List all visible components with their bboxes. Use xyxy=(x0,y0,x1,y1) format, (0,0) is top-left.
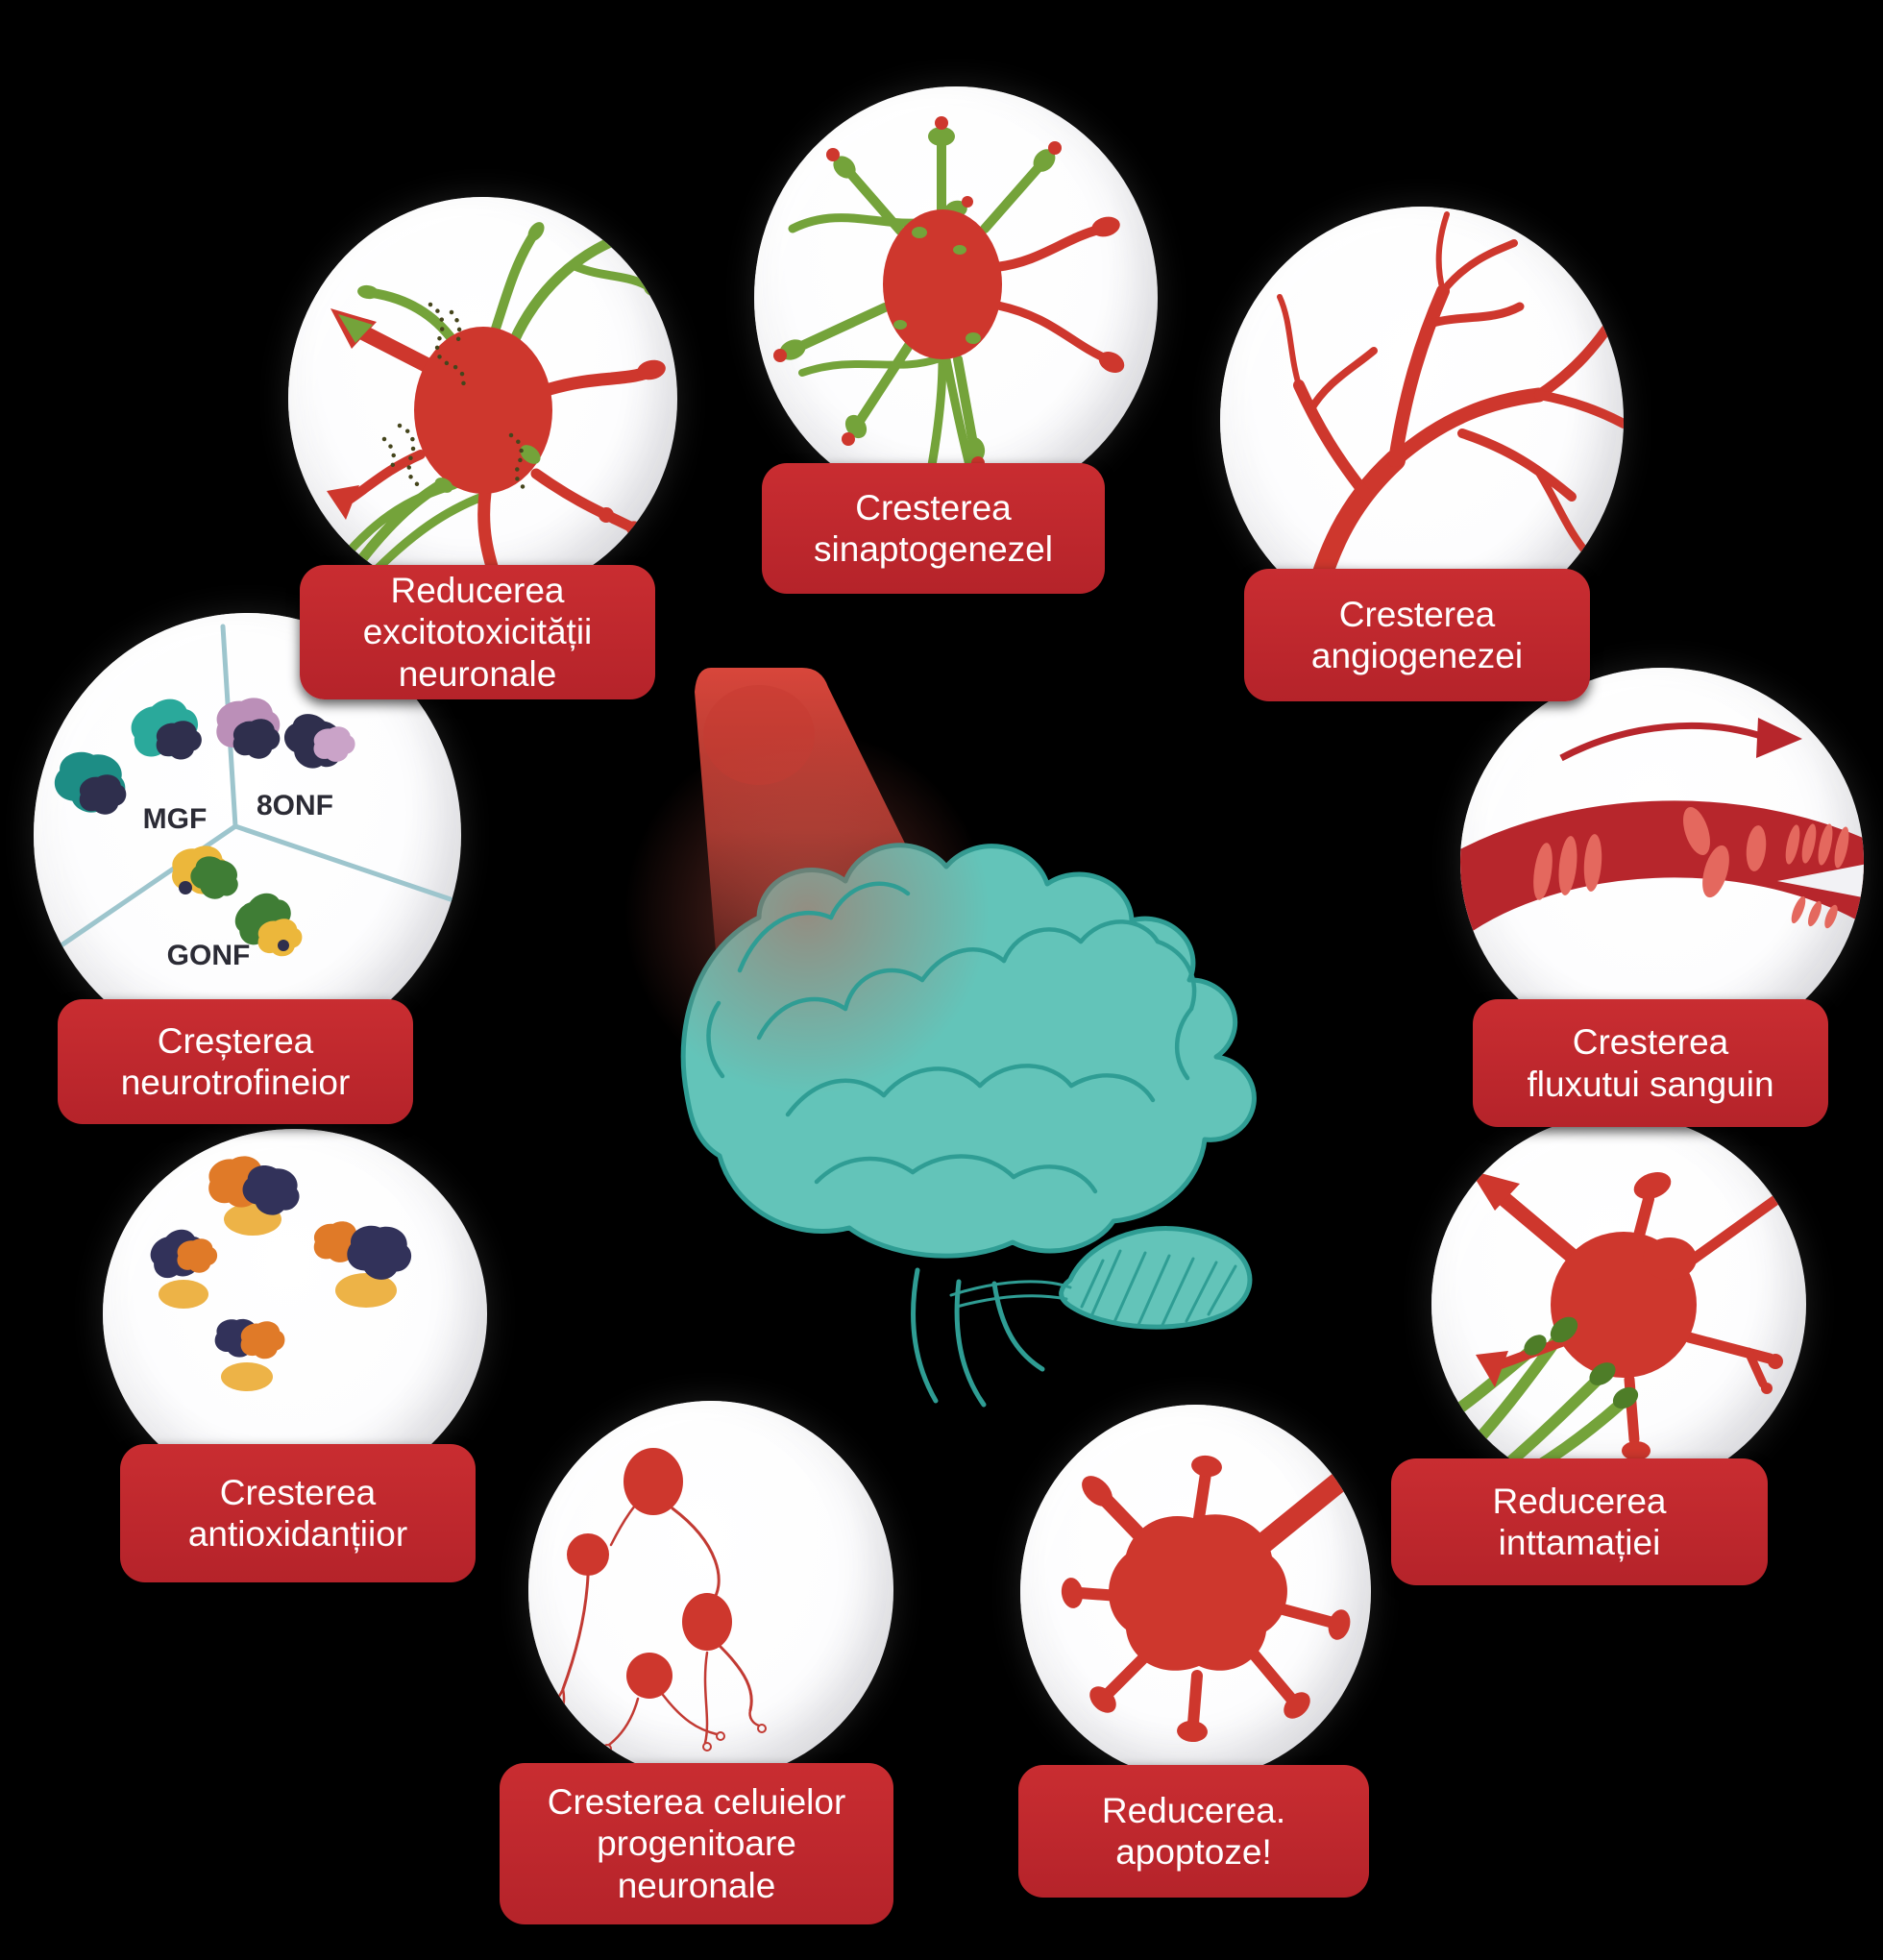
progenitor-cells-icon xyxy=(528,1401,893,1780)
antioxidant-molecules-icon xyxy=(103,1129,487,1499)
sector-label-8onf: 8ONF xyxy=(257,790,333,821)
label-excitotoxicity: Reducerea excitotoxicității neuronale xyxy=(300,565,655,699)
label-blood-flow: Cresterea fluxutui sanguin xyxy=(1473,999,1828,1127)
label-apoptosis: Reducerea. apoptoze! xyxy=(1018,1765,1369,1898)
label-angiogenesis: Cresterea angiogenezei xyxy=(1244,569,1590,701)
label-neurotrophins: Creșterea neurotrofineior xyxy=(58,999,413,1124)
label-synaptogenesis: Cresterea sinaptogenezel xyxy=(762,463,1105,594)
sector-label-mgf: MGF xyxy=(143,803,208,835)
neuron-synaptogenesis-icon xyxy=(754,86,1158,509)
apoptotic-cell-icon xyxy=(1020,1405,1371,1779)
blood-vessel-tree-icon xyxy=(1220,207,1624,634)
label-progenitor-cells: Cresterea celuielor progenitoare neurona… xyxy=(500,1763,893,1924)
microglia-cell-icon xyxy=(1431,1115,1806,1494)
label-inflammation: Reducerea inttamației xyxy=(1391,1458,1768,1585)
sector-label-gonf: GONF xyxy=(167,940,251,971)
label-antioxidants: Cresterea antioxidanțiior xyxy=(120,1444,476,1582)
artery-blood-flow-icon xyxy=(1460,668,1864,1057)
neuron-excitotoxicity-icon xyxy=(288,197,677,600)
